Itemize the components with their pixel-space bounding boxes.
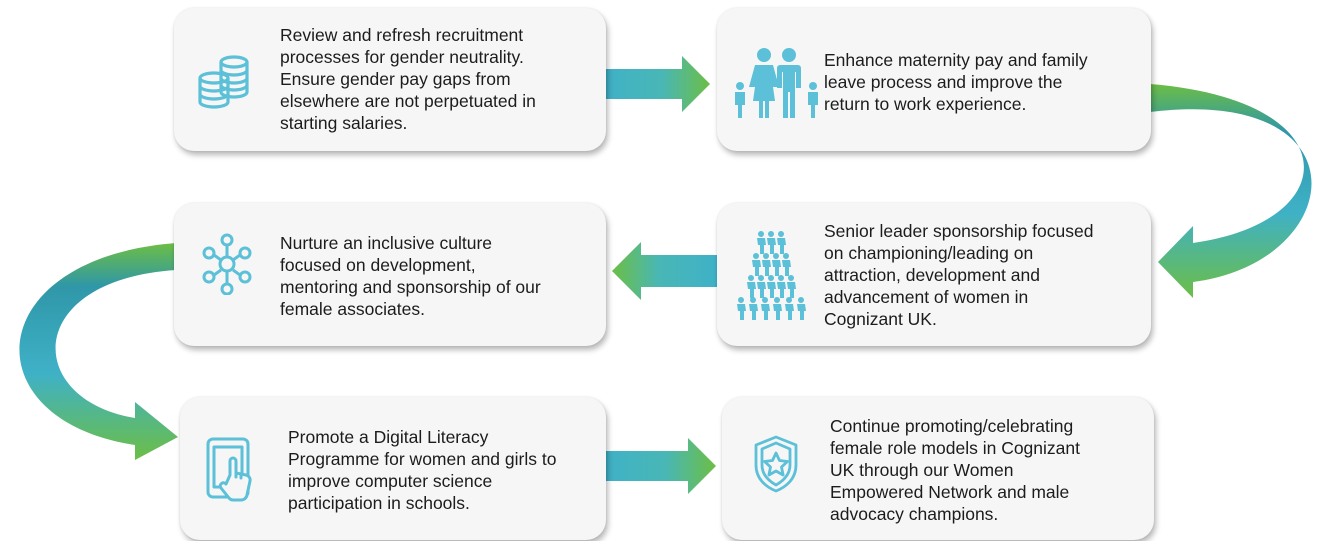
family-icon: [735, 48, 818, 118]
step-card-senior-sponsorship: Senior leader sponsorship focused on cha…: [717, 203, 1151, 346]
step-text-line: participation in schools.: [288, 493, 470, 513]
arrow-step5-to-step6: [603, 438, 716, 494]
step-card-recruitment: Review and refresh recruitment processes…: [174, 8, 606, 151]
step-text-line: female associates.: [280, 299, 425, 319]
step-text-line: processes for gender neutrality.: [280, 47, 524, 67]
step-text: Senior leader sponsorship focused on cha…: [824, 220, 1144, 330]
step-text-line: Ensure gender pay gaps from: [280, 69, 511, 89]
step-text-line: leave process and improve the: [824, 72, 1063, 92]
step-text-line: on championing/leading on: [824, 243, 1034, 263]
tablet-touch-icon: [206, 437, 252, 502]
step-text-line: Cognizant UK.: [824, 309, 937, 329]
step-text-line: Programme for women and girls to: [288, 449, 557, 469]
step-text-line: attraction, development and: [824, 265, 1040, 285]
step-text-line: Senior leader sponsorship focused: [824, 221, 1094, 241]
step-text-line: Review and refresh recruitment: [280, 25, 524, 45]
step-text: Nurture an inclusive culture focused on …: [280, 232, 600, 320]
step-text-line: starting salaries.: [280, 113, 408, 133]
people-pyramid-icon: [737, 231, 806, 320]
arrow-step3-to-step5: [19, 243, 178, 460]
step-text-line: focused on development,: [280, 255, 476, 275]
arrow-step4-to-step3: [612, 242, 717, 300]
step-text: Enhance maternity pay and family leave p…: [824, 49, 1144, 115]
network-icon: [202, 233, 252, 295]
step-card-digital-literacy: Promote a Digital Literacy Programme for…: [180, 397, 606, 540]
arrow-step2-to-step4: [1150, 84, 1312, 298]
step-text-line: Promote a Digital Literacy: [288, 427, 489, 447]
step-text: Review and refresh recruitment processes…: [280, 24, 590, 134]
step-text-line: improve computer science: [288, 471, 493, 491]
step-text: Continue promoting/celebrating female ro…: [830, 415, 1150, 525]
step-text-line: mentoring and sponsorship of our: [280, 277, 541, 297]
step-text-line: female role models in Cognizant: [830, 438, 1080, 458]
step-text-line: Enhance maternity pay and family: [824, 50, 1088, 70]
coin-stack-icon: [198, 55, 249, 109]
step-text-line: elsewhere are not perpetuated in: [280, 91, 536, 111]
step-text: Promote a Digital Literacy Programme for…: [288, 426, 598, 514]
step-card-maternity: Enhance maternity pay and family leave p…: [717, 8, 1151, 151]
step-text-line: advancement of women in: [824, 287, 1029, 307]
step-text-line: UK through our Women: [830, 460, 1014, 480]
step-text-line: Empowered Network and male: [830, 482, 1070, 502]
step-text-line: return to work experience.: [824, 94, 1027, 114]
arrow-step1-to-step2: [603, 56, 710, 112]
shield-star-icon: [754, 435, 798, 493]
step-text-line: Nurture an inclusive culture: [280, 233, 493, 253]
step-text-line: advocacy champions.: [830, 504, 999, 524]
step-card-role-models: Continue promoting/celebrating female ro…: [722, 397, 1154, 540]
step-card-inclusive-culture: Nurture an inclusive culture focused on …: [174, 203, 606, 346]
step-text-line: Continue promoting/celebrating: [830, 416, 1074, 436]
